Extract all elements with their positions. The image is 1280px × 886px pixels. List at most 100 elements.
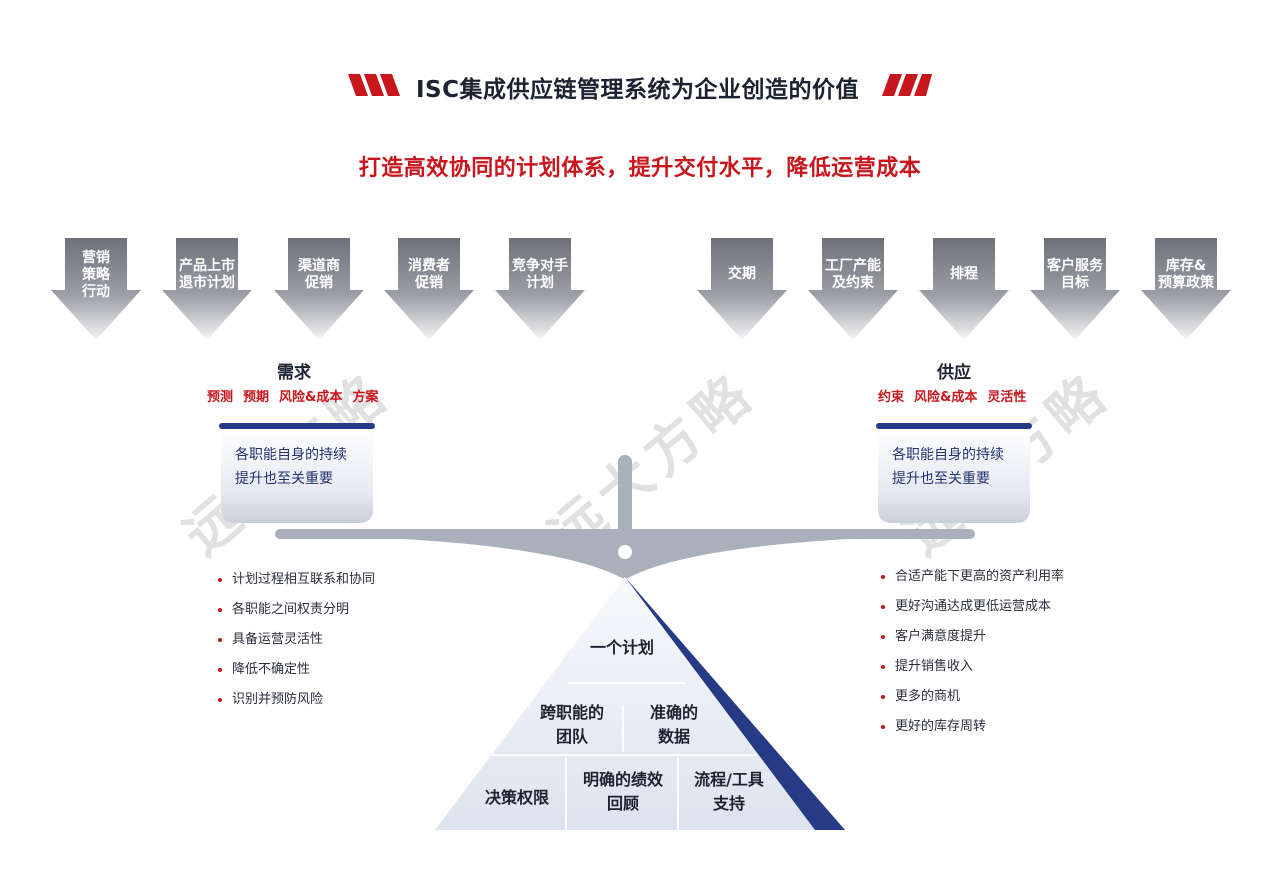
arrow-label: 库存&预算政策 — [1141, 258, 1231, 292]
list-item: 具备运营灵活性 — [218, 631, 375, 661]
demand-benefits-list: 计划过程相互联系和协同 各职能之间权责分明 具备运营灵活性 降低不确定性 识别并… — [218, 571, 375, 721]
demand-arrow-0: 营销策略行动 — [51, 238, 141, 340]
label-line: 回顾 — [606, 794, 639, 813]
arrow-label: 营销策略行动 — [51, 250, 141, 301]
label-line: 数据 — [657, 727, 690, 746]
arrow-label: 客户服务目标 — [1030, 258, 1120, 292]
label-line: 策略 — [82, 267, 110, 283]
supply-tags: 约束风险&成本灵活性 — [878, 386, 1036, 405]
demand-tag: 方案 — [352, 390, 379, 405]
list-item: 更多的商机 — [881, 688, 1064, 718]
arrow-label: 排程 — [919, 266, 1009, 283]
page-title: ISC集成供应链管理系统为企业创造的价值 — [416, 77, 860, 103]
list-item: 各职能之间权责分明 — [218, 601, 375, 631]
label-line: 交期 — [728, 266, 756, 282]
demand-bowl: 各职能自身的持续 提升也至关重要 — [219, 423, 375, 523]
label-line: 行动 — [82, 284, 110, 300]
label-line: 库存& — [1165, 258, 1207, 274]
bowl-text-line: 各职能自身的持续 — [235, 447, 347, 463]
pyramid-bottom-left-label: 决策权限 — [470, 786, 564, 810]
pyramid-bottom-mid-label: 明确的绩效回顾 — [568, 768, 678, 816]
bowl-text-line: 提升也至关重要 — [235, 471, 333, 487]
down-arrow-icon — [162, 238, 252, 340]
demand-arrow-1: 产品上市退市计划 — [162, 238, 252, 340]
supply-arrow-4: 库存&预算政策 — [1141, 238, 1231, 340]
label-line: 渠道商 — [298, 258, 340, 274]
page-subtitle: 打造高效协同的计划体系，提升交付水平，降低运营成本 — [358, 156, 922, 181]
arrow-label: 工厂产能及约束 — [808, 258, 898, 292]
demand-arrow-4: 竞争对手计划 — [495, 238, 585, 340]
label-line: 计划 — [526, 275, 554, 291]
list-item: 更好沟通达成更低运营成本 — [881, 598, 1064, 628]
label-line: 客户服务 — [1047, 258, 1103, 274]
supply-title: 供应 — [937, 363, 971, 383]
arrow-label: 消费者促销 — [384, 258, 474, 292]
down-arrow-icon — [384, 238, 474, 340]
label-line: 促销 — [415, 275, 443, 291]
label-line: 及约束 — [832, 275, 874, 291]
pyramid-middle-left-label: 跨职能的团队 — [524, 701, 620, 749]
down-arrow-icon — [919, 238, 1009, 340]
down-arrow-icon — [1030, 238, 1120, 340]
label-line: 一个计划 — [589, 638, 654, 657]
arrow-label: 产品上市退市计划 — [162, 258, 252, 292]
arrow-label: 渠道商促销 — [274, 258, 364, 292]
supply-benefits-list: 合适产能下更高的资产利用率 更好沟通达成更低运营成本 客户满意度提升 提升销售收… — [881, 568, 1064, 748]
supply-tag: 灵活性 — [987, 390, 1027, 405]
label-line: 退市计划 — [179, 275, 235, 291]
slash-stripes-icon — [348, 74, 400, 96]
supply-arrow-3: 客户服务目标 — [1030, 238, 1120, 340]
label-line: 竞争对手 — [512, 258, 568, 274]
demand-arrow-3: 消费者促销 — [384, 238, 474, 340]
demand-tag: 风险&成本 — [279, 390, 343, 405]
down-arrow-icon — [51, 238, 141, 340]
label-line: 决策权限 — [484, 788, 549, 807]
slash-stripes-icon — [882, 74, 932, 96]
title-row: ISC集成供应链管理系统为企业创造的价值 — [0, 66, 1280, 106]
demand-tag: 预测 — [207, 390, 234, 405]
bowl-text-line: 各职能自身的持续 — [892, 447, 1004, 463]
label-line: 工厂产能 — [825, 258, 881, 274]
supply-arrow-2: 排程 — [919, 238, 1009, 340]
label-line: 目标 — [1061, 275, 1089, 291]
list-item: 降低不确定性 — [218, 661, 375, 691]
label-line: 团队 — [555, 727, 588, 746]
label-line: 排程 — [950, 266, 978, 282]
demand-title: 需求 — [277, 363, 311, 383]
bowl-text-line: 提升也至关重要 — [892, 471, 990, 487]
pyramid-bottom-right-label: 流程/工具支持 — [680, 768, 778, 816]
demand-tags: 预测预期风险&成本方案 — [207, 386, 388, 405]
list-item: 合适产能下更高的资产利用率 — [881, 568, 1064, 598]
label-line: 营销 — [82, 250, 110, 266]
label-line: 流程/工具 — [694, 770, 764, 789]
list-item: 提升销售收入 — [881, 658, 1064, 688]
pyramid-middle-right-label: 准确的数据 — [626, 701, 722, 749]
supply-arrow-0: 交期 — [697, 238, 787, 340]
down-arrow-icon — [274, 238, 364, 340]
demand-tag: 预期 — [243, 390, 270, 405]
supply-bowl: 各职能自身的持续 提升也至关重要 — [876, 423, 1032, 523]
list-item: 计划过程相互联系和协同 — [218, 571, 375, 601]
label-line: 产品上市 — [179, 258, 235, 274]
label-line: 促销 — [305, 275, 333, 291]
list-item: 更好的库存周转 — [881, 718, 1064, 748]
label-line: 支持 — [712, 794, 745, 813]
label-line: 准确的 — [649, 703, 698, 722]
supply-arrow-1: 工厂产能及约束 — [808, 238, 898, 340]
demand-arrow-2: 渠道商促销 — [274, 238, 364, 340]
label-line: 消费者 — [408, 258, 450, 274]
label-line: 明确的绩效 — [582, 770, 663, 789]
list-item: 识别并预防风险 — [218, 691, 375, 721]
supply-tag: 约束 — [878, 390, 905, 405]
supply-tag: 风险&成本 — [914, 390, 978, 405]
label-line: 跨职能的 — [539, 703, 604, 722]
list-item: 客户满意度提升 — [881, 628, 1064, 658]
pyramid-top-label: 一个计划 — [562, 636, 682, 660]
down-arrow-icon — [697, 238, 787, 340]
down-arrow-icon — [1141, 238, 1231, 340]
arrow-label: 交期 — [697, 266, 787, 283]
down-arrow-icon — [808, 238, 898, 340]
arrow-label: 竞争对手计划 — [495, 258, 585, 292]
down-arrow-icon — [495, 238, 585, 340]
